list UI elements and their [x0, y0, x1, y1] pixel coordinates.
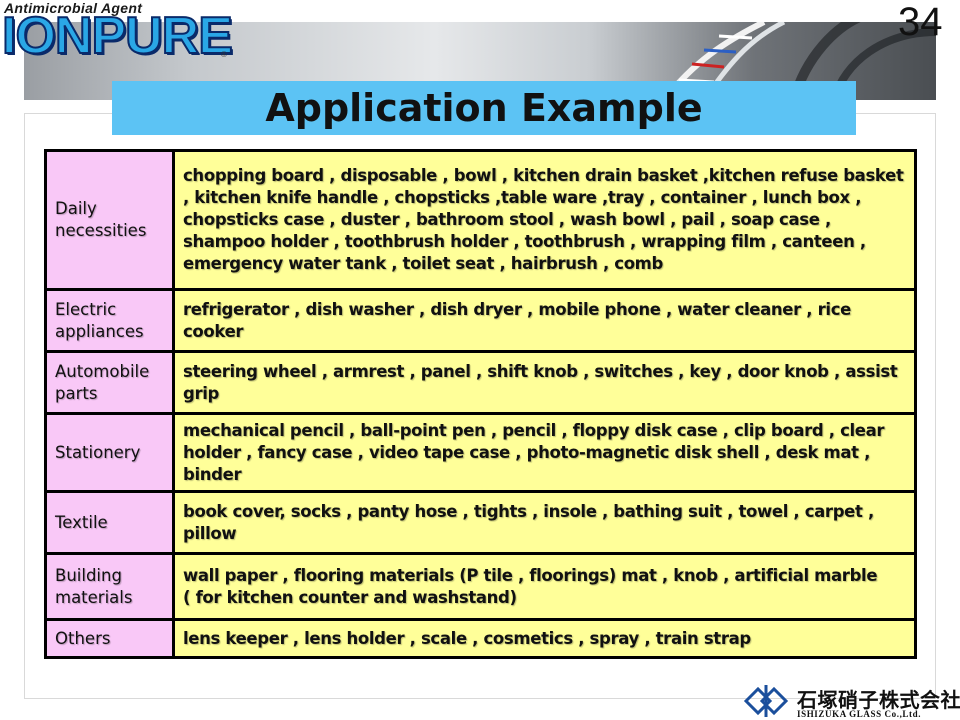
registered-mark: ® — [221, 50, 227, 59]
category-cell: Textile — [44, 490, 175, 555]
ionpure-logo: IONPURE — [1, 7, 234, 65]
company-name-english: ISHIZUKA GLASS Co.,Ltd. — [797, 709, 922, 719]
company-logo: 石塚硝子株式会社 ISHIZUKA GLASS Co.,Ltd. — [742, 682, 960, 720]
items-cell: wall paper , flooring materials (P tile … — [172, 552, 917, 621]
category-cell: Daily necessities — [44, 149, 175, 291]
table-row: Electric appliances refrigerator , dish … — [44, 288, 917, 353]
category-cell: Others — [44, 618, 175, 659]
category-cell: Building materials — [44, 552, 175, 621]
items-cell: lens keeper , lens holder , scale , cosm… — [172, 618, 917, 659]
logo-subtitle: Antimicrobial Agent — [4, 0, 143, 16]
ishizuka-mark-icon — [743, 685, 789, 717]
category-cell: Automobile parts — [44, 350, 175, 415]
table-row: Building materials wall paper , flooring… — [44, 552, 917, 621]
items-text: wall paper , flooring materials (P tile … — [183, 565, 878, 585]
application-table: Daily necessities chopping board , dispo… — [44, 149, 917, 659]
table-row: Stationery mechanical pencil , ball-poin… — [44, 412, 917, 493]
items-cell: refrigerator , dish washer , dish dryer … — [172, 288, 917, 353]
company-name-japanese: 石塚硝子株式会社 — [797, 688, 960, 712]
items-cell: mechanical pencil , ball-point pen , pen… — [172, 412, 917, 493]
category-cell: Electric appliances — [44, 288, 175, 353]
items-cell: book cover, socks , panty hose , tights … — [172, 490, 917, 555]
page-title: Application Example — [112, 81, 856, 135]
table-row: Others lens keeper , lens holder , scale… — [44, 618, 917, 659]
items-cell: steering wheel , armrest , panel , shift… — [172, 350, 917, 415]
table-row: Daily necessities chopping board , dispo… — [44, 149, 917, 291]
table-row: Textile book cover, socks , panty hose ,… — [44, 490, 917, 555]
items-cell: chopping board , disposable , bowl , kit… — [172, 149, 917, 291]
items-note: ( for kitchen counter and washstand) — [183, 587, 517, 607]
table-row: Automobile parts steering wheel , armres… — [44, 350, 917, 415]
page-number: 34 — [898, 0, 943, 44]
category-cell: Stationery — [44, 412, 175, 493]
